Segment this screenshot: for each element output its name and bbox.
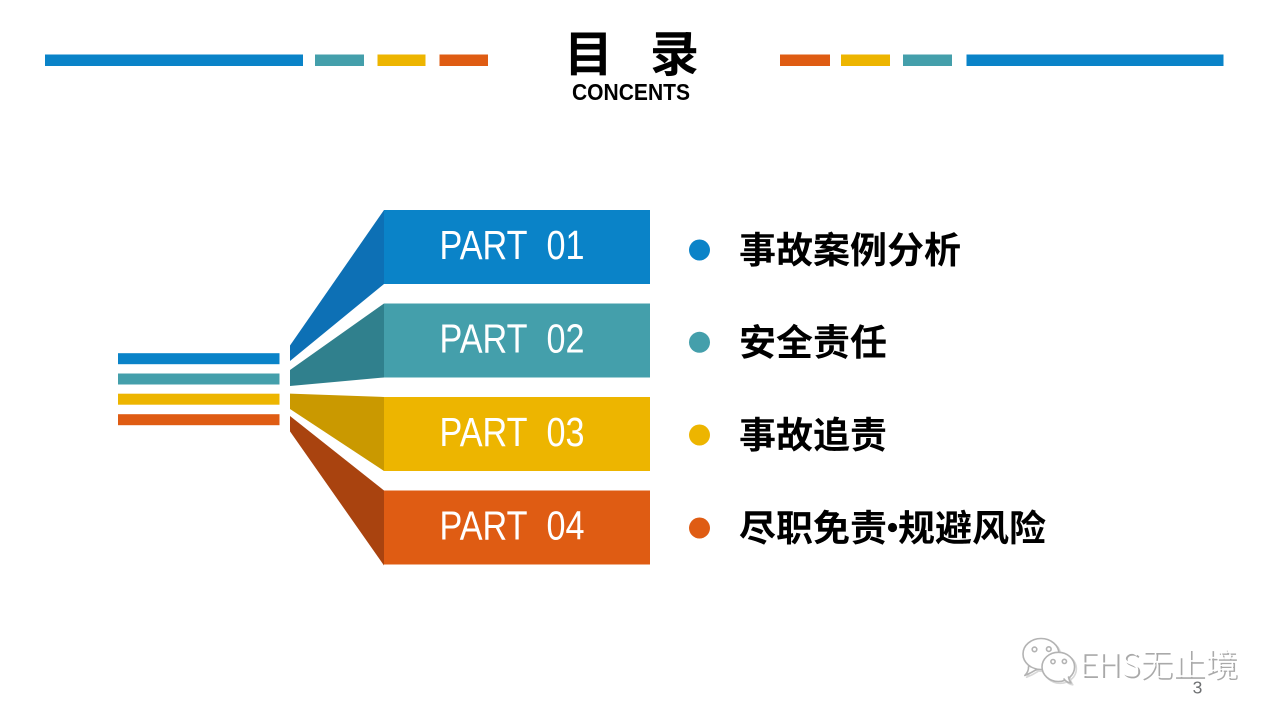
svg-text:PART 03: PART 03: [440, 409, 585, 455]
svg-text:PART 02: PART 02: [440, 315, 585, 361]
svg-text:PART 01: PART 01: [440, 222, 585, 268]
svg-text:CONCENTS: CONCENTS: [572, 79, 690, 105]
svg-text:3: 3: [1193, 678, 1203, 698]
svg-text:PART 04: PART 04: [440, 502, 585, 548]
